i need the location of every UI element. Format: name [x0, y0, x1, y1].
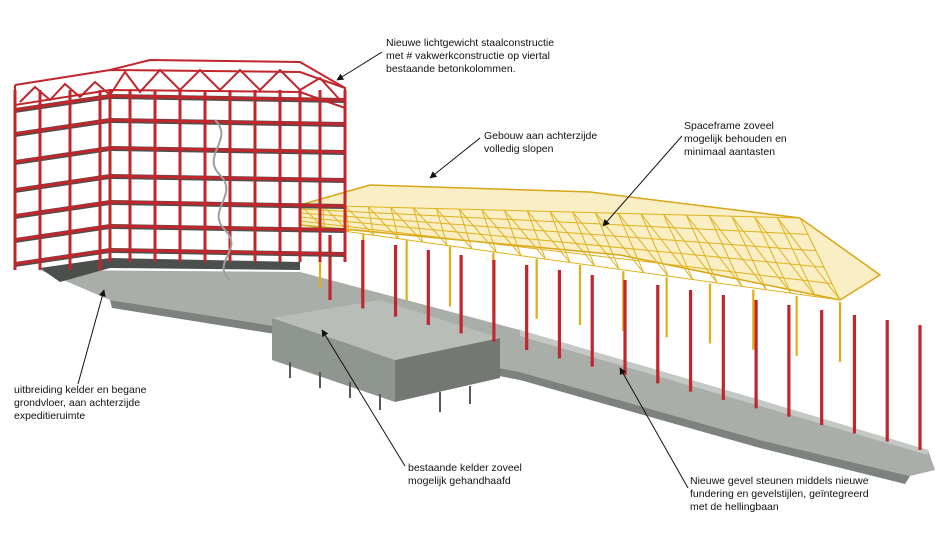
spaceframe-diagonal [458, 208, 497, 253]
spaceframe-member [413, 207, 424, 243]
roof-truss [14, 58, 346, 110]
spaceframe-member [594, 212, 620, 270]
leader-basement [321, 329, 406, 467]
tower-beam [14, 94, 111, 112]
spaceframe-diagonal [663, 214, 718, 284]
leader-facade [619, 367, 689, 489]
steel-tower [13, 58, 347, 282]
spaceframe-member [458, 208, 473, 250]
spaceframe-member [754, 216, 792, 294]
spaceframe-member [299, 212, 817, 252]
tower-beam [109, 224, 346, 232]
leader-spaceframe [602, 135, 683, 227]
spaceframe-member [322, 205, 326, 229]
stair-core [212, 119, 233, 281]
spaceframe-diagonal [776, 217, 841, 301]
spaceframe-member [549, 211, 571, 263]
spaceframe-diagonal [390, 207, 424, 243]
spaceframe-diagonal [481, 209, 522, 257]
tower-beam [14, 248, 111, 266]
tower-beam [109, 200, 346, 208]
spaceframe-member [663, 214, 694, 280]
spaceframe-diagonal [572, 211, 620, 270]
tower-beam [109, 94, 346, 102]
tower-beam [109, 118, 346, 126]
spaceframe-diagonal [640, 213, 694, 280]
tower-beam [14, 118, 111, 136]
spaceframe-diagonal [549, 211, 595, 267]
tower-beam [14, 174, 111, 192]
spaceframe-member [299, 216, 825, 268]
spaceframe-member [572, 211, 596, 267]
spaceframe-member [799, 217, 841, 301]
facade-columns [328, 235, 922, 450]
spaceframe-member [685, 214, 718, 284]
spaceframe-diagonal [345, 205, 374, 236]
tower-beam [109, 248, 346, 256]
leader-lines [77, 51, 689, 489]
spaceframe-member [435, 208, 448, 246]
spaceframe-diagonal [367, 206, 399, 239]
annotation-steel-structure: Nieuwe lichtgewicht staalconstructie met… [386, 37, 555, 75]
tower-beam [109, 146, 346, 154]
tower-beam [109, 174, 346, 182]
spaceframe-diagonal [754, 216, 816, 297]
annotation-demolish-back: Gebouw aan achterzijde volledig slopen [484, 130, 598, 155]
annotation-spaceframe: Spaceframe zoveel mogelijk behouden en m… [684, 120, 787, 158]
spaceframe-diagonal [617, 212, 669, 277]
spaceframe-member [526, 210, 546, 260]
annotation-basement-extension: uitbreiding kelder en begane grondvloer,… [14, 384, 147, 422]
spaceframe-roof [299, 184, 882, 362]
tower-beam [14, 224, 111, 242]
annotation-facade-columns: Nieuwe gevel steunen middels nieuwe fund… [690, 475, 869, 513]
spaceframe-member [299, 208, 809, 235]
spaceframe-diagonal [708, 215, 767, 291]
spaceframe-member [481, 209, 497, 253]
spaceframe-diagonal [413, 207, 448, 246]
spaceframe-member [504, 210, 522, 256]
spaceframe-diagonal [731, 215, 792, 294]
leader-extension [77, 289, 106, 385]
annotation-existing-basement: bestaande kelder zoveel mogelijk gehandh… [408, 462, 522, 487]
spaceframe-member [708, 215, 743, 287]
tower-beam [14, 200, 111, 218]
ground-floor-slab [40, 258, 300, 282]
leader-demolish [429, 137, 481, 179]
spaceframe-member [390, 207, 399, 239]
leader-steel [336, 51, 383, 81]
existing-basement-box [272, 300, 500, 412]
spaceframe-diagonal [526, 210, 571, 263]
spaceframe-member [731, 216, 767, 290]
spaceframe-member [299, 220, 833, 285]
spaceframe-member [367, 206, 375, 236]
spaceframe-member [617, 213, 645, 273]
spaceframe-member [640, 213, 669, 277]
spaceframe-diagonal [504, 209, 546, 260]
spaceframe-diagonal [685, 214, 743, 287]
tower-beam [14, 146, 111, 164]
spaceframe-member [776, 217, 816, 297]
spaceframe-diagonal [435, 208, 473, 250]
